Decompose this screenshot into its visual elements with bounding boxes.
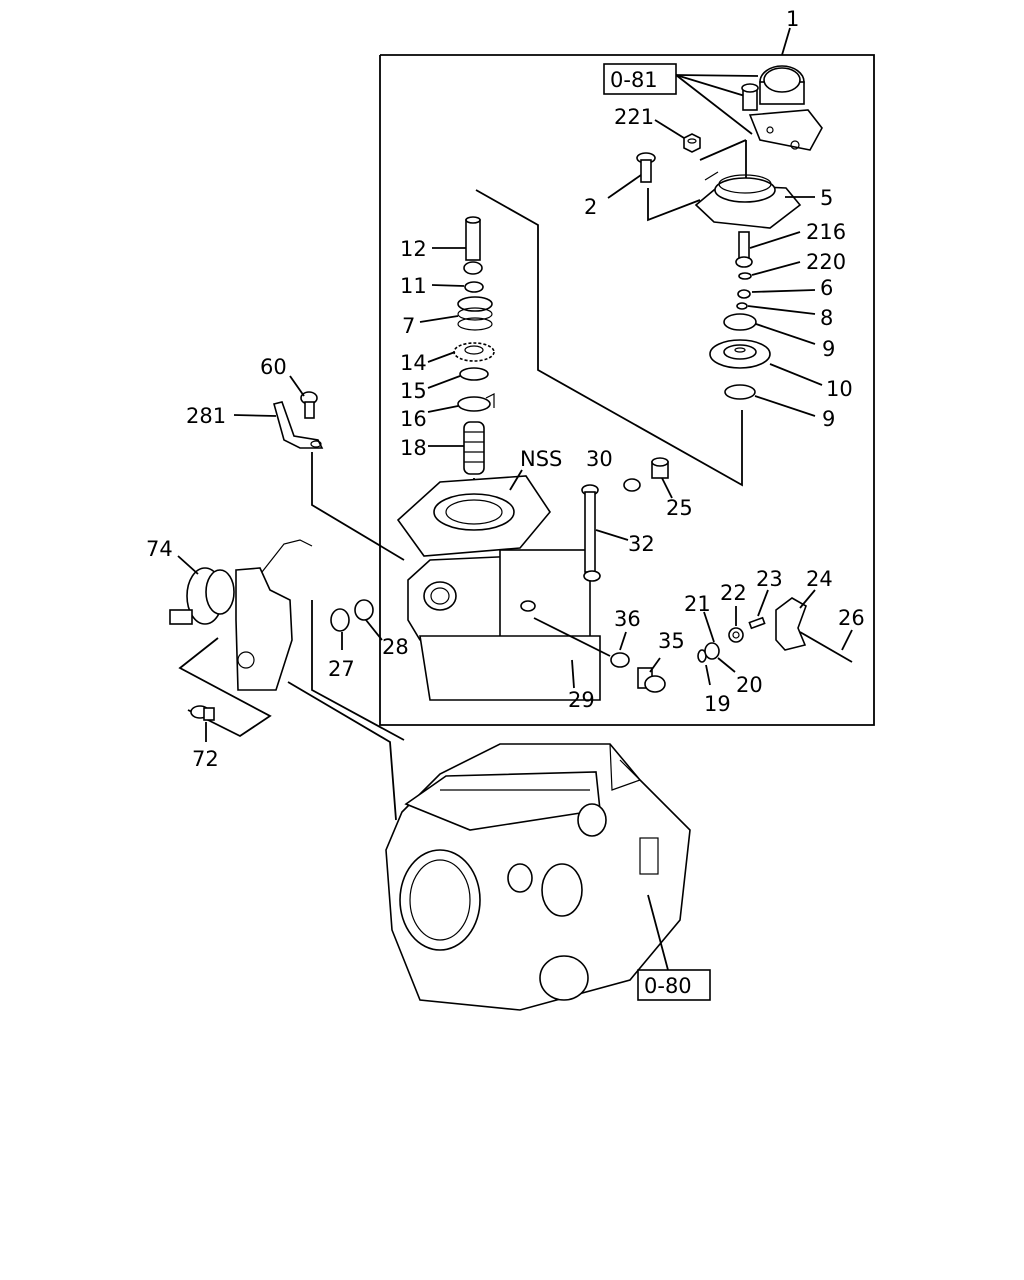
callout-30: 30 xyxy=(586,447,613,471)
callout-16: 16 xyxy=(400,407,427,431)
callout-216: 216 xyxy=(806,220,846,244)
ref-080-label: 0-80 xyxy=(644,974,692,998)
bolt-32 xyxy=(581,484,601,582)
callout-74: 74 xyxy=(146,537,173,561)
leader-1 xyxy=(781,27,791,56)
ref-box-081 xyxy=(603,63,677,95)
housing-5 xyxy=(694,171,802,229)
actuator-74 xyxy=(169,539,313,691)
callout-8: 8 xyxy=(820,306,833,330)
plug-28 xyxy=(354,599,374,621)
part-11 xyxy=(464,281,484,293)
callout-25: 25 xyxy=(666,496,693,520)
part-22 xyxy=(728,627,744,643)
plug-27 xyxy=(330,608,350,632)
bolt-35 xyxy=(637,667,666,693)
shaft-12 xyxy=(463,216,483,275)
washer-30 xyxy=(623,478,641,492)
part-23 xyxy=(748,616,766,630)
assembly-boundary xyxy=(379,54,875,726)
lever-24 xyxy=(775,597,807,651)
callout-9-lower: 9 xyxy=(822,407,835,431)
washer-220 xyxy=(738,272,752,280)
callout-nss: NSS xyxy=(520,447,562,471)
callout-11: 11 xyxy=(400,274,427,298)
callout-60: 60 xyxy=(260,355,287,379)
callout-23: 23 xyxy=(756,567,783,591)
diaphragm-10 xyxy=(709,339,771,369)
ref-081-label: 0-81 xyxy=(610,68,658,92)
stud-216 xyxy=(735,231,753,268)
washer-9-lower xyxy=(724,384,756,400)
lever-16 xyxy=(457,393,495,412)
pump-body xyxy=(385,743,691,1011)
callout-32: 32 xyxy=(628,532,655,556)
callout-1: 1 xyxy=(786,7,799,31)
callout-29: 29 xyxy=(568,688,595,712)
callout-21: 21 xyxy=(684,592,711,616)
part-15 xyxy=(459,367,489,381)
callout-22: 22 xyxy=(720,581,747,605)
plug-25 xyxy=(651,457,669,479)
callout-28: 28 xyxy=(382,635,409,659)
part-20 xyxy=(704,642,720,660)
callout-7: 7 xyxy=(402,314,415,338)
callout-5: 5 xyxy=(820,186,833,210)
callout-6: 6 xyxy=(820,276,833,300)
pin-26 xyxy=(799,631,853,663)
part-8 xyxy=(736,302,748,310)
callout-15: 15 xyxy=(400,379,427,403)
screw-2 xyxy=(636,152,656,183)
spring-7 xyxy=(457,296,493,331)
callout-14: 14 xyxy=(400,351,427,375)
part-6 xyxy=(737,289,751,299)
callout-12: 12 xyxy=(400,237,427,261)
washer-36 xyxy=(610,652,630,668)
callout-36: 36 xyxy=(614,607,641,631)
callout-281: 281 xyxy=(186,404,226,428)
top-cover-part xyxy=(741,65,823,151)
callout-10: 10 xyxy=(826,377,853,401)
callout-24: 24 xyxy=(806,567,833,591)
callout-220: 220 xyxy=(806,250,846,274)
nut-221 xyxy=(683,133,701,153)
bracket-281 xyxy=(273,401,324,449)
spring-18 xyxy=(463,421,485,475)
bolt-72 xyxy=(190,705,215,721)
bolt-60 xyxy=(300,391,318,419)
callout-9-upper: 9 xyxy=(822,337,835,361)
callout-27: 27 xyxy=(328,657,355,681)
callout-2: 2 xyxy=(584,195,597,219)
ref-box-080 xyxy=(637,969,711,1001)
gear-14 xyxy=(453,342,495,362)
callout-221: 221 xyxy=(614,105,654,129)
callout-72: 72 xyxy=(192,747,219,771)
callout-20: 20 xyxy=(736,673,763,697)
callout-19: 19 xyxy=(704,692,731,716)
callout-26: 26 xyxy=(838,606,865,630)
governor-housing xyxy=(396,475,601,701)
washer-9-upper xyxy=(723,313,757,331)
callout-35: 35 xyxy=(658,629,685,653)
callout-18: 18 xyxy=(400,436,427,460)
